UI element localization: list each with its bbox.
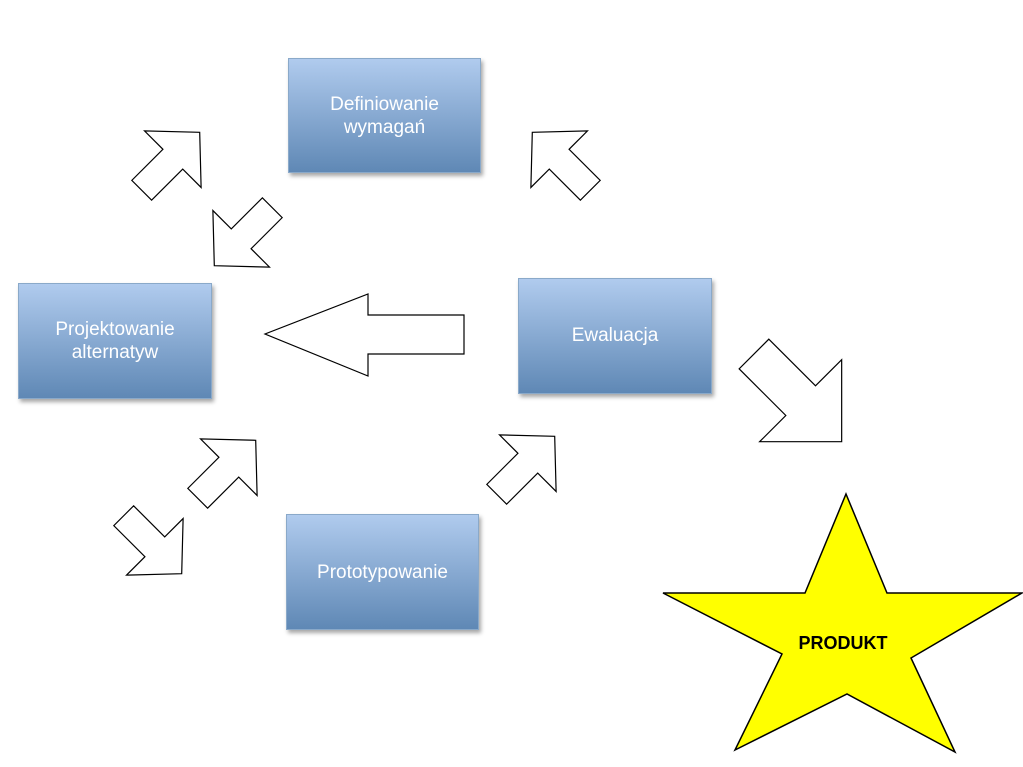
arrow-ewaluacja-to-produkt [738,338,843,443]
node-projektowanie-alternatyw: Projektowanie alternatyw [18,283,212,399]
arrow-projektowanie-to-prototypowanie [112,504,184,576]
product-label: PRODUKT [799,633,888,653]
product-star: PRODUKT [662,492,1023,754]
arrow-projektowanie-to-definiowanie [130,130,202,202]
arrow-ewaluacja-to-definiowanie [530,130,602,202]
arrow-ewaluacja-to-projektowanie [263,293,465,377]
node-prototypowanie: Prototypowanie [286,514,479,630]
arrow-definiowanie-to-projektowanie [212,196,284,268]
node-ewaluacja: Ewaluacja [518,278,712,394]
node-definiowanie-wymagan: Definiowanie wymagań [288,58,481,173]
arrow-prototypowanie-to-ewaluacja [485,434,557,506]
arrow-prototypowanie-to-projektowanie [186,438,258,510]
